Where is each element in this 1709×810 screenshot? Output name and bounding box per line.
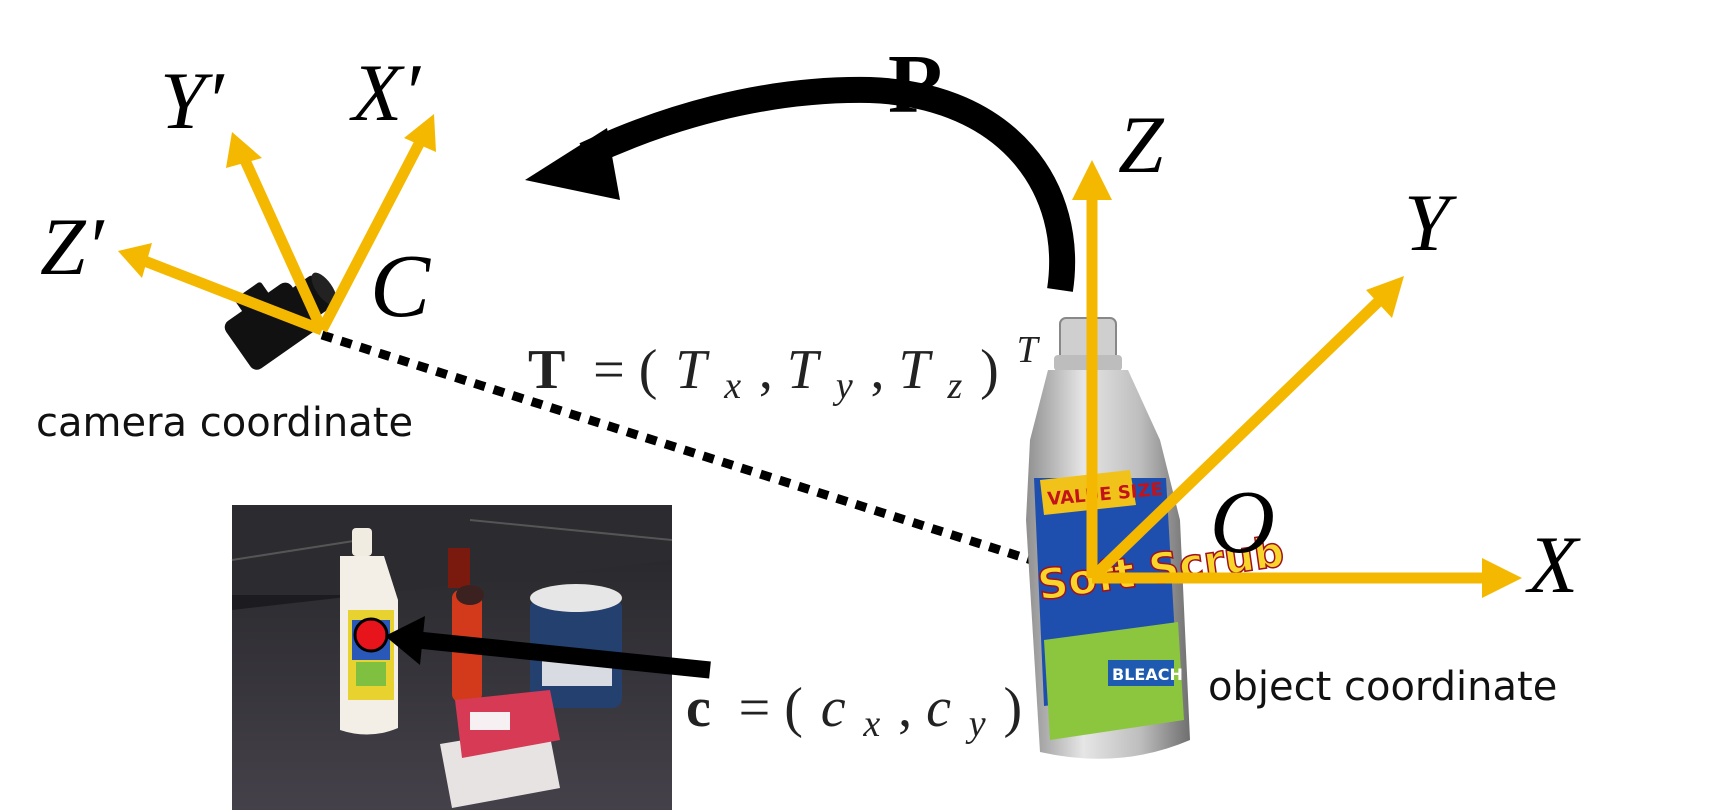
- image-point-cx-sub: x: [862, 703, 880, 745]
- object-axis-y-label: Y: [1404, 177, 1457, 268]
- scene-photo: [231, 505, 673, 810]
- translation-tx-sub: x: [723, 365, 741, 407]
- translation-equals: = (: [593, 339, 657, 401]
- translation-tz-sub: z: [947, 365, 963, 407]
- translation-line: [320, 330, 1090, 583]
- translation-tx: T: [675, 339, 710, 401]
- camera-axis-z-label: Z′: [40, 201, 105, 292]
- object-axis-x-label: X: [1525, 519, 1581, 610]
- translation-ty: T: [787, 339, 822, 401]
- camera-axis-y-label: Y′: [160, 55, 225, 146]
- camera-axis-x: [317, 137, 426, 333]
- image-point-symbol: c: [686, 677, 711, 739]
- image-point-cy-sub: y: [965, 703, 986, 745]
- translation-ty-sub: y: [832, 365, 853, 407]
- camera-axes: [118, 114, 436, 336]
- image-point-formula: c = ( c x , c y ) T: [686, 667, 1064, 750]
- object-coordinate-label: object coordinate: [1208, 664, 1557, 710]
- camera-coordinate-label: camera coordinate: [36, 400, 413, 446]
- object-origin-label: O: [1210, 473, 1275, 572]
- translation-sup: T: [1017, 329, 1041, 371]
- camera-axis-y: [238, 155, 328, 333]
- projected-point: [353, 617, 389, 653]
- translation-formula: T = ( T x , T y , T z ) T: [528, 329, 1041, 412]
- image-point-equals: = (: [739, 677, 803, 739]
- object-axis-z-label: Z: [1118, 99, 1165, 190]
- image-point-close: ): [1003, 677, 1022, 739]
- camera-axis-z: [140, 254, 324, 336]
- translation-tz: T: [899, 339, 934, 401]
- object-axis-y: [1088, 296, 1384, 582]
- image-point-cx: c: [821, 677, 846, 739]
- rotation-label: R: [888, 38, 950, 131]
- rotation-arrow: [525, 76, 1076, 292]
- translation-symbol: T: [528, 339, 565, 401]
- bottle-bleach-text: BLEACH: [1112, 665, 1183, 684]
- camera-axis-x-label: X′: [349, 47, 421, 138]
- camera-origin-label: C: [370, 237, 431, 336]
- translation-close: ): [980, 339, 999, 401]
- object-axes: [1072, 160, 1522, 598]
- projection-arrow: [385, 616, 711, 679]
- photo-boxes: [440, 690, 560, 808]
- image-point-cy: c: [926, 677, 951, 739]
